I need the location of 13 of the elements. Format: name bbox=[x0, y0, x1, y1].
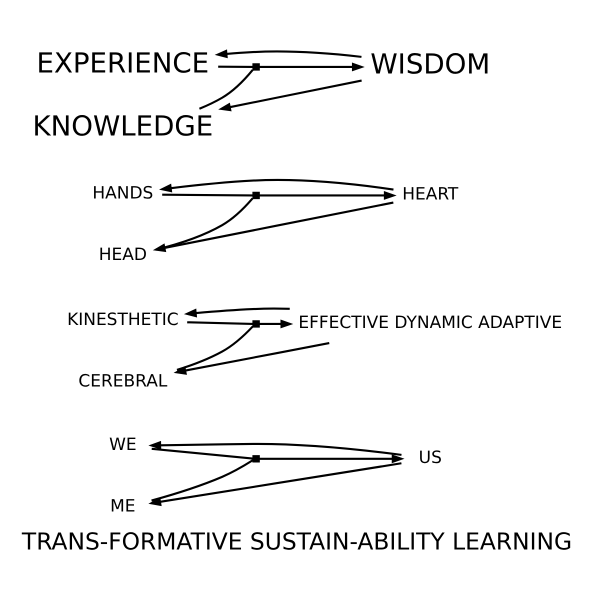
node-text: US bbox=[418, 448, 442, 468]
node-text: HANDS bbox=[92, 183, 154, 204]
node-text: HEART bbox=[402, 184, 458, 204]
node-text: CEREBRAL bbox=[78, 371, 168, 392]
node-text: ME bbox=[110, 496, 136, 517]
node-text: KNOWLEDGE bbox=[32, 109, 214, 142]
node-text: KINESTHETIC bbox=[67, 310, 179, 330]
node-text: EXPERIENCE bbox=[36, 46, 210, 80]
node-text: WE bbox=[109, 435, 137, 456]
node-text: WISDOM bbox=[370, 48, 490, 81]
node-text: EFFECTIVE DYNAMIC ADAPTIVE bbox=[298, 312, 562, 333]
caption: TRANS-FORMATIVE SUSTAIN-ABILITY LEARNING bbox=[22, 528, 572, 556]
node-text: HEAD bbox=[98, 245, 147, 266]
